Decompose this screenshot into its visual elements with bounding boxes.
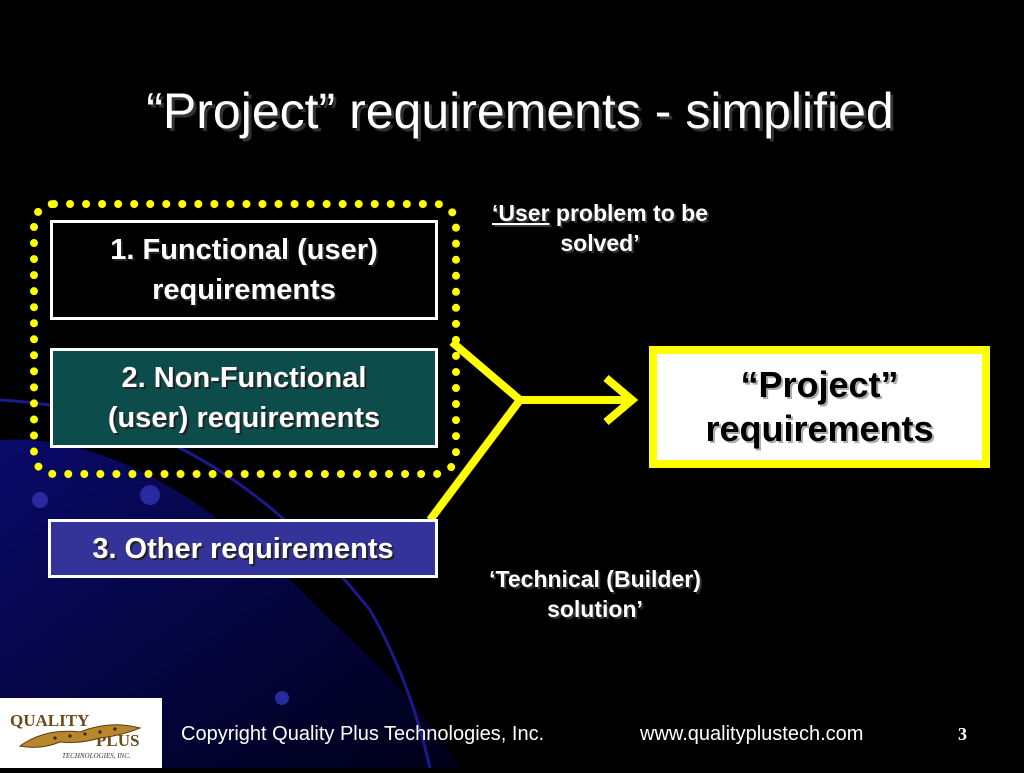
target-label: “Project” [740, 364, 899, 405]
website-link[interactable]: www.qualityplustech.com [640, 723, 864, 745]
note-text: solved’ [560, 230, 640, 256]
target-label: requirements [705, 408, 934, 449]
nonfunctional-requirements-box: 2. Non-Functional (user) requirements [50, 348, 438, 448]
box-label: 1. Functional (user) [110, 234, 378, 266]
note-text: problem to be [549, 200, 708, 226]
slide-title: “Project” requirements - simplified [146, 83, 894, 139]
logo-text: TECHNOLOGIES, INC. [62, 752, 131, 760]
user-problem-note: ‘User problem to be solved’ [450, 198, 750, 258]
company-logo: QUALITY PLUS TECHNOLOGIES, INC. [0, 698, 162, 768]
user-word: ‘User [492, 200, 550, 226]
page-number: 3 [958, 724, 967, 744]
box-label: (user) requirements [107, 402, 381, 434]
user-requirements-group [30, 200, 460, 478]
decor-dot [140, 485, 160, 505]
project-requirements-box: “Project”requirements [649, 346, 990, 468]
copyright-text: Copyright Quality Plus Technologies, Inc… [181, 723, 545, 745]
functional-requirements-box: 1. Functional (user) requirements [50, 220, 438, 320]
arrow-head-icon [603, 374, 639, 426]
other-requirements-box: 3. Other requirements [48, 519, 438, 578]
decor-dot [275, 691, 289, 705]
technical-solution-note: ‘Technical (Builder) solution’ [440, 564, 750, 624]
note-text: solution’ [547, 596, 643, 622]
box-label: 3. Other requirements [92, 532, 394, 565]
cheetah-logo-icon: QUALITY PLUS TECHNOLOGIES, INC. [10, 711, 142, 760]
box-label: 2. Non-Functional [121, 362, 367, 394]
decor-dot [32, 492, 48, 508]
note-text: ‘Technical (Builder) [489, 566, 701, 592]
box-label: requirements [152, 274, 336, 306]
logo-text: QUALITY [10, 711, 89, 730]
